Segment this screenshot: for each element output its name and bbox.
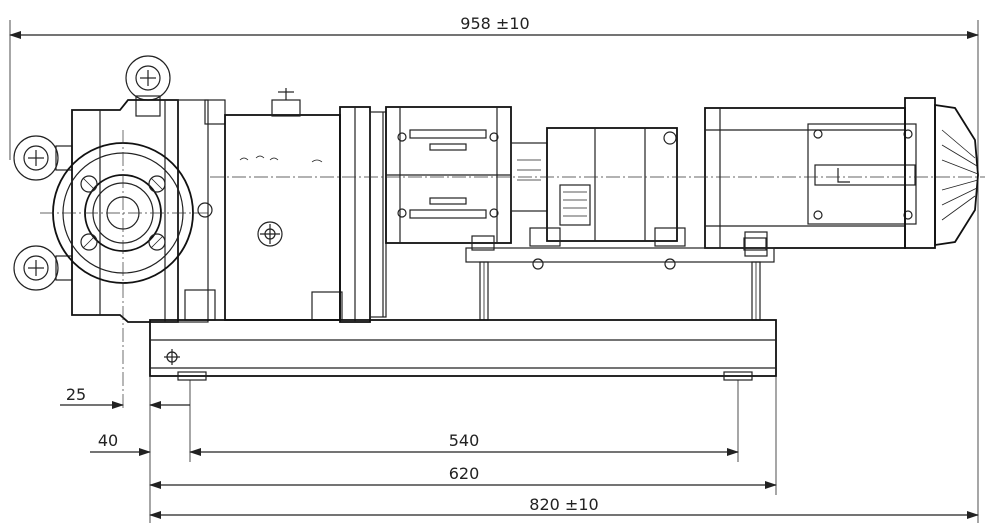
gearbox-housing (546, 127, 678, 242)
motor-housing (704, 107, 906, 249)
dimension-base-length: 820 ±10 (149, 495, 979, 519)
motor (704, 97, 979, 257)
pump-barrel (224, 114, 341, 321)
terminal-box (807, 123, 917, 225)
dimension-overall-length: 958 ±10 (9, 14, 979, 523)
dimension-offset-40: 40 (90, 431, 151, 456)
motor-end-flange (904, 97, 936, 249)
base-frame (149, 319, 777, 381)
dimension-offset-25: 25 (60, 385, 190, 409)
coupling-guard (385, 106, 512, 244)
gearbox (510, 127, 686, 247)
dimension-text-40: 40 (98, 431, 118, 450)
dimension-text-overall: 958 ±10 (460, 14, 529, 33)
dimension-text-25: 25 (66, 385, 86, 404)
pump-head (13, 55, 226, 410)
dimension-text-620: 620 (449, 464, 480, 483)
dimension-text-540: 540 (449, 431, 480, 450)
motor-mounting-plate (465, 235, 775, 321)
pump-casing (71, 99, 179, 323)
lifting-eye-top (125, 55, 171, 117)
dimension-base-span: 620 (149, 464, 777, 489)
dimension-bolt-spacing: 540 (189, 431, 739, 456)
pump-body (184, 88, 387, 323)
dimension-text-820: 820 ±10 (529, 495, 598, 514)
casing-ring (177, 99, 209, 323)
lifting-eye-left-lower (13, 245, 73, 291)
fan-cover (934, 103, 979, 247)
gauge-port-icon (257, 221, 283, 247)
lifting-eye-left-upper (13, 135, 73, 181)
base-channel (149, 319, 777, 377)
